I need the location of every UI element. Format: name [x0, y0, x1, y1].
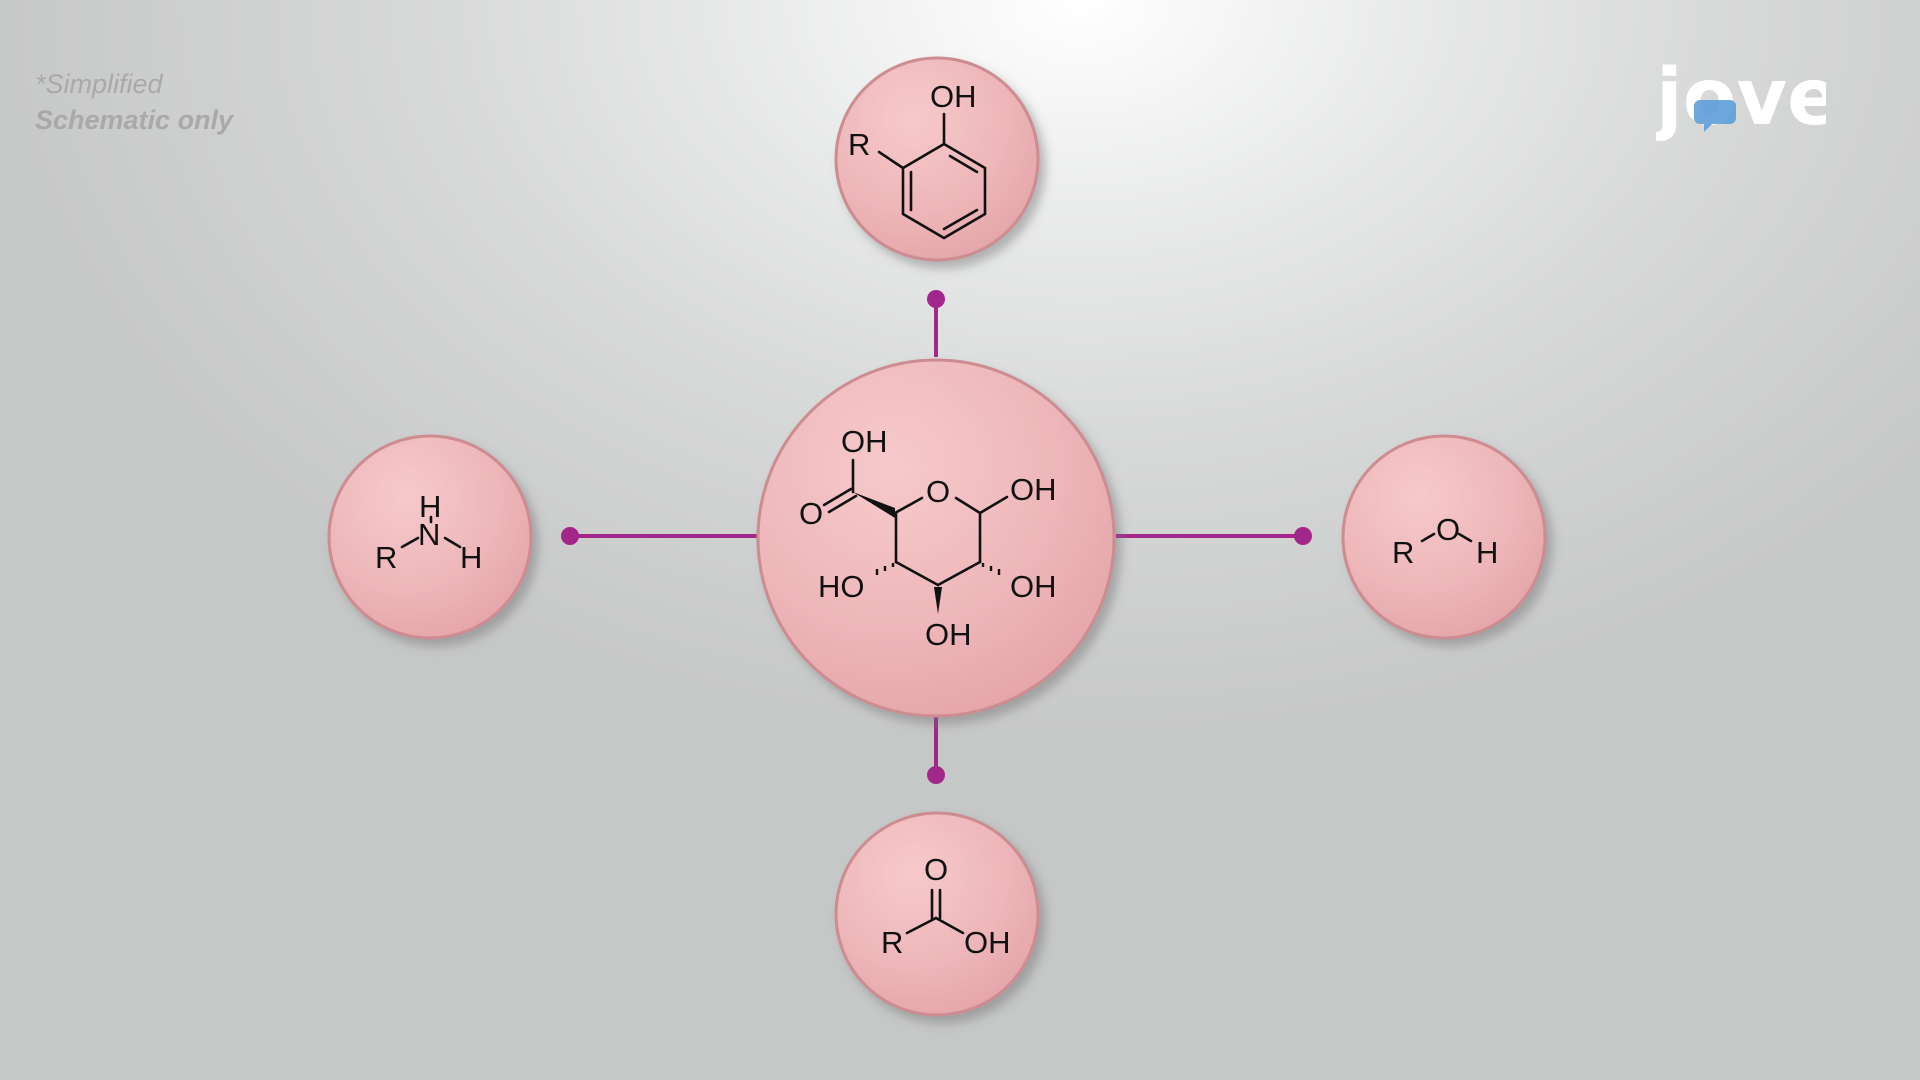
bottom-circle [834, 811, 1040, 1017]
label-amine-n: N [418, 517, 440, 552]
label-carboxyl-oh: OH [841, 424, 888, 459]
right-circle [1341, 434, 1547, 640]
right-node: R O H [1341, 434, 1547, 640]
top-node: OH R [834, 56, 1040, 262]
label-amine-h-right: H [460, 540, 482, 575]
alcohol-structure: R O H [1392, 512, 1498, 570]
connectors [561, 290, 1312, 784]
jove-logo: jove [1656, 53, 1826, 143]
label-ho-left: HO [818, 569, 865, 604]
phenol-structure: OH R [848, 79, 987, 240]
carboxylic-acid-structure: O R OH [881, 852, 1011, 960]
speech-bubble-icon [1694, 100, 1736, 132]
connector-left-dot [561, 527, 579, 545]
label-alcohol-h: H [1476, 535, 1498, 570]
label-ring-o: O [926, 474, 950, 509]
amine-structure: H N R H [375, 489, 482, 575]
label-acid-r: R [881, 925, 903, 960]
note-line-1: *Simplified [35, 69, 163, 99]
label-carboxyl-o: O [799, 496, 823, 531]
logo-text: jove [1656, 53, 1826, 143]
center-node: OH O O OH HO OH OH [756, 358, 1116, 718]
label-acid-o: O [924, 852, 948, 887]
schematic-note: *Simplified Schematic only [35, 66, 233, 138]
center-circle [756, 358, 1116, 718]
connector-bottom-dot [927, 766, 945, 784]
left-node: H N R H [327, 434, 533, 640]
left-circle [327, 434, 533, 640]
label-alcohol-r: R [1392, 535, 1414, 570]
connector-top-dot [927, 290, 945, 308]
label-amine-h-top: H [419, 489, 441, 524]
label-amine-r: R [375, 540, 397, 575]
label-oh-lower-right: OH [1010, 569, 1057, 604]
top-circle [834, 56, 1040, 262]
label-phenol-r: R [848, 127, 870, 162]
label-acid-oh: OH [964, 925, 1011, 960]
label-phenol-oh: OH [930, 79, 977, 114]
label-oh-right: OH [1010, 472, 1057, 507]
connector-right-dot [1294, 527, 1312, 545]
label-oh-bottom: OH [925, 617, 972, 652]
bottom-node: O R OH [834, 811, 1040, 1017]
label-alcohol-o: O [1436, 512, 1460, 547]
glucuronic-acid-structure: OH O O OH HO OH OH [799, 424, 1057, 652]
note-line-2: Schematic only [35, 105, 234, 135]
